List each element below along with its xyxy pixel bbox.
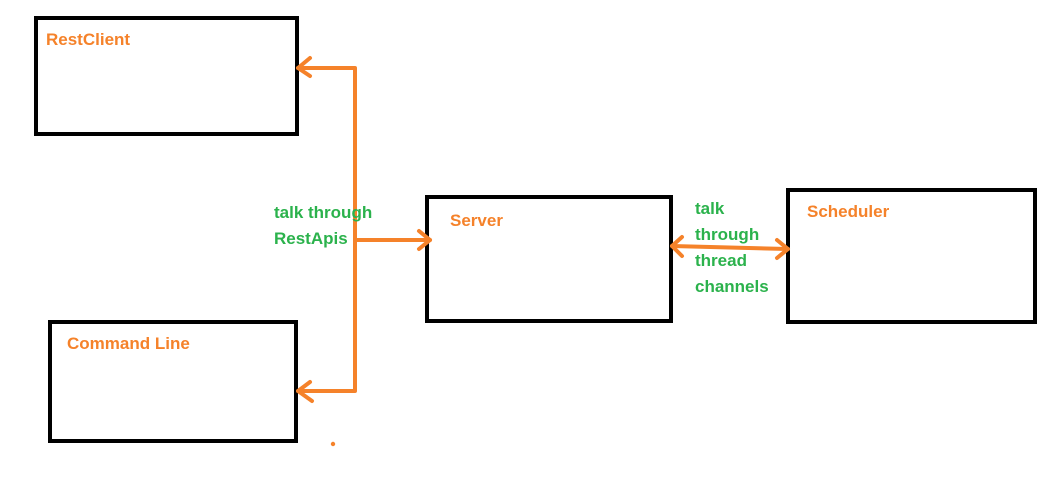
label-line: RestApis	[274, 229, 348, 248]
restclient-box	[34, 16, 299, 136]
command-line-label: Command Line	[67, 334, 190, 353]
label-line: thread	[695, 251, 747, 270]
scheduler-label: Scheduler	[807, 202, 890, 221]
label-line: channels	[695, 277, 769, 296]
command-line-box	[48, 320, 298, 443]
label-line: talk through	[274, 203, 372, 222]
arrowhead-server	[417, 229, 432, 251]
arrowhead-scheduler-side	[775, 238, 790, 260]
clients-server-connector: talk through RestApis	[274, 56, 432, 447]
restclient-node: RestClient	[34, 16, 299, 136]
label-line: through	[695, 225, 759, 244]
server-box	[425, 195, 673, 323]
server-label: Server	[450, 211, 503, 230]
server-scheduler-label: talk through thread channels	[695, 199, 769, 296]
arrowhead-command-line	[296, 380, 314, 403]
clients-bus-line	[296, 66, 357, 393]
server-scheduler-line	[670, 244, 790, 251]
label-line: talk	[695, 199, 725, 218]
clients-server-label: talk through RestApis	[274, 203, 377, 248]
arrowhead-server-side	[670, 235, 684, 258]
restclient-label: RestClient	[46, 30, 130, 49]
command-line-node: Command Line	[48, 320, 298, 443]
server-node: Server	[425, 195, 673, 323]
scheduler-node: Scheduler	[786, 188, 1037, 324]
arrowhead-restclient	[296, 56, 312, 78]
server-scheduler-connector: talk through thread channels	[670, 199, 790, 296]
stray-dot	[330, 441, 336, 447]
scheduler-box	[786, 188, 1037, 324]
